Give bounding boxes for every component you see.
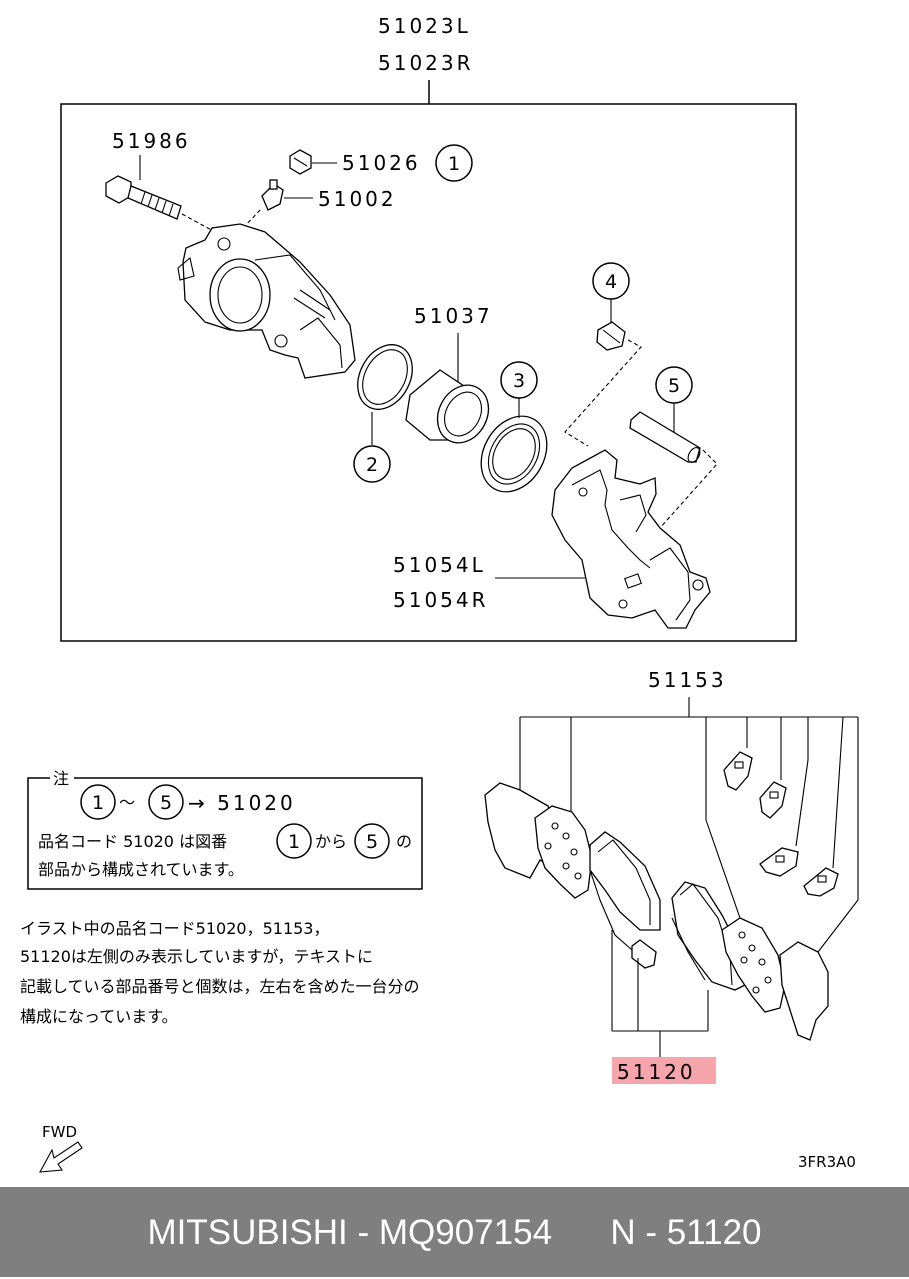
callout-51153[interactable]: 51153	[648, 668, 727, 692]
leader-line	[817, 899, 859, 953]
note-header: 注	[53, 769, 69, 788]
callout-51023R[interactable]: 51023R	[378, 51, 474, 75]
guide-pin-part[interactable]	[629, 411, 702, 464]
remark-line-2: 51120は左側のみ表示していますが，テキストに	[20, 947, 373, 966]
caliper-assembly-frame	[60, 103, 797, 642]
piston-seal-part[interactable]	[347, 335, 423, 419]
assembly-dashed-line	[564, 339, 642, 447]
callout-51002[interactable]: 51002	[318, 187, 397, 211]
pad-clip-part[interactable]	[723, 751, 753, 791]
note-circle-1-label: 1	[92, 792, 104, 814]
pad-clip-part[interactable]	[759, 781, 787, 819]
note-box	[27, 777, 423, 890]
remark-line-4: 構成になっています。	[20, 1007, 178, 1026]
circled-number-1	[435, 144, 473, 182]
assembly-dashed-line	[181, 213, 216, 233]
caliper-body-part[interactable]	[177, 223, 356, 379]
note-line2-circle-1	[276, 823, 312, 859]
note-line2-circle-1-label: 1	[288, 831, 300, 853]
callout-51037[interactable]: 51037	[414, 304, 493, 328]
footer-brand-part-number: MITSUBISHI - MQ907154	[147, 1213, 553, 1252]
pad-clip-part[interactable]	[803, 867, 839, 897]
assembly-dashed-line	[242, 207, 263, 229]
note-line2-circle-5-label: 5	[366, 831, 378, 853]
circled-number-3	[500, 361, 538, 399]
callout-51054L[interactable]: 51054L	[393, 553, 486, 577]
pad-backing-plate-left-part[interactable]	[534, 805, 593, 899]
note-circle-5-label: 5	[160, 792, 172, 814]
circled-number-5-label: 5	[668, 375, 680, 397]
footer-bar	[0, 1187, 909, 1277]
pad-backing-plate-right-part[interactable]	[721, 917, 786, 1013]
callout-51026[interactable]: 51026	[342, 151, 421, 175]
caliper-bracket-part[interactable]	[551, 449, 711, 629]
parts-diagram: 51023L 51023R 51986 51026 1 51002	[20, 14, 859, 1173]
figure-code: 3FR3A0	[798, 1153, 856, 1171]
circled-number-4-label: 4	[605, 271, 617, 293]
leader-line	[705, 819, 741, 919]
anti-squeal-shim-right-part[interactable]	[779, 941, 829, 1041]
note-line2-c: の	[396, 832, 412, 851]
callout-51986[interactable]: 51986	[112, 129, 191, 153]
remark-line-3: 記載している部品番号と個数は，左右を含めた一台分の	[20, 977, 420, 996]
note-arrow-target: → 51020	[188, 791, 296, 815]
highlight-51120	[612, 1057, 716, 1084]
callout-51023L[interactable]: 51023L	[378, 14, 471, 38]
piston-part[interactable]	[405, 369, 498, 452]
cap-part[interactable]	[289, 149, 312, 175]
callout-51120[interactable]: 51120	[617, 1060, 696, 1084]
leader-line	[832, 716, 844, 869]
piston-boot-part[interactable]	[468, 404, 560, 503]
circled-number-2-label: 2	[366, 454, 378, 476]
note-line3: 部品から構成されています。	[38, 860, 244, 879]
fwd-label: FWD	[42, 1123, 77, 1141]
note-line2-a: 品名コード 51020 は図番	[38, 832, 227, 851]
bolt-part[interactable]	[105, 175, 182, 220]
pad-wear-indicator-part[interactable]	[631, 939, 657, 969]
note-line2-circle-5	[354, 823, 390, 859]
footer-spacer	[552, 1213, 610, 1252]
callout-51054R[interactable]: 51054R	[393, 588, 489, 612]
guide-pin-boot-part[interactable]	[596, 321, 626, 351]
circled-number-2	[353, 445, 391, 483]
note-line2-b: から	[315, 832, 347, 851]
fwd-arrow-icon	[39, 1141, 83, 1173]
circled-number-3-label: 3	[513, 370, 525, 392]
circled-number-1-label: 1	[448, 153, 460, 175]
note-circle-5	[148, 784, 184, 820]
remark-line-1: イラスト中の品名コード51020，51153，	[20, 919, 329, 938]
pad-clip-part[interactable]	[759, 847, 799, 877]
leader-line	[795, 759, 809, 847]
brake-pad-left-part[interactable]	[589, 831, 661, 951]
note-tilde: ～	[119, 793, 135, 812]
footer-caption: MITSUBISHI - MQ907154 N - 51120	[0, 1187, 909, 1277]
note-circle-1	[80, 784, 116, 820]
bleeder-part[interactable]	[261, 179, 284, 211]
footer-reference: N - 51120	[610, 1213, 762, 1252]
